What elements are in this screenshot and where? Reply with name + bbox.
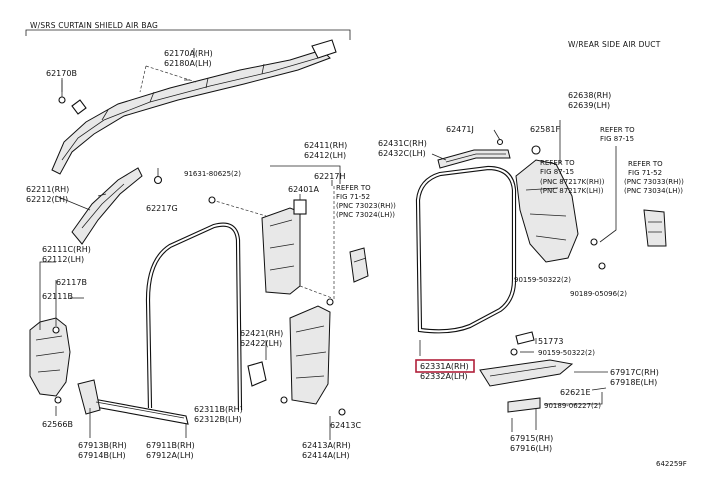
label-62112: 62112(LH): [42, 255, 84, 264]
selected-part-highlight: [415, 359, 475, 373]
label-62639: 62639(LH): [568, 101, 610, 110]
label-62217G: 62217G: [146, 204, 178, 213]
refer-fig-71-52-front-line1: REFER TO: [336, 184, 371, 192]
label-62413C: 62413C: [330, 421, 361, 430]
label-67914B: 67914B(LH): [78, 451, 126, 460]
label-62401A: 62401A: [288, 185, 319, 194]
label-67917C: 67917C(RH): [610, 368, 659, 377]
label-62211: 62211(RH): [26, 185, 69, 194]
label-62411: 62411(RH): [304, 141, 347, 150]
diagram-id: 642259F: [656, 460, 687, 468]
label-67915: 67915(RH): [510, 434, 553, 443]
rear-door-seal-62331A: [415, 165, 517, 334]
callout-labels: 62170A(RH) 62180A(LH) 62170B 62211(RH) 6…: [26, 49, 687, 468]
rear-scuff-plate: [479, 331, 607, 432]
front-kick-panel: [29, 280, 71, 404]
label-67913B: 67913B(RH): [78, 441, 127, 450]
refer-fig-87-15-mid-line2: FIG 87-15: [540, 168, 574, 176]
rear-quarter-trim-panel: [515, 120, 617, 270]
refer-fig-71-52-rear-line2: FIG 71-52: [628, 169, 662, 177]
refer-fig-87-15-top-line2: FIG 87-15: [600, 135, 634, 143]
label-67916: 67916(LH): [510, 444, 552, 453]
leader-lines: [39, 48, 608, 440]
label-62312B: 62312B(LH): [194, 415, 242, 424]
curtain-shield-airbag-assy: [51, 39, 337, 175]
label-62621E: 62621E: [560, 388, 591, 397]
frame-rear-duct: W/REAR SIDE AIR DUCT: [568, 40, 661, 49]
label-67912A: 67912A(LH): [146, 451, 194, 460]
label-51773: 51773: [538, 337, 563, 346]
label-62180A: 62180A(LH): [164, 59, 212, 68]
label-62170B: 62170B: [46, 69, 77, 78]
front-air-duct-part: [349, 247, 369, 283]
label-62566B: 62566B: [42, 420, 73, 429]
refer-fig-87-15-top-line1: REFER TO: [600, 126, 635, 134]
label-62170A: 62170A(RH): [164, 49, 213, 58]
label-62638: 62638(RH): [568, 91, 611, 100]
front-scuff-plate: [77, 379, 189, 425]
label-62117B: 62117B: [56, 278, 87, 287]
label-62212: 62212(LH): [26, 195, 68, 204]
label-62581F: 62581F: [530, 125, 560, 134]
refer-fig-87-15-mid-line4: (PNC 87217K(LH)): [540, 187, 604, 195]
roof-side-garnish-rear: [437, 138, 511, 169]
label-62422: 62422(LH): [240, 339, 282, 348]
label-62421: 62421(RH): [240, 329, 283, 338]
refer-fig-71-52-rear-line1: REFER TO: [628, 160, 663, 168]
refer-fig-71-52-rear-line4: (PNC 73034(LH)): [624, 187, 683, 195]
label-67918E: 67918E(LH): [610, 378, 657, 387]
label-62111C: 62111C(RH): [42, 245, 91, 254]
label-62311B: 62311B(RH): [194, 405, 243, 414]
label-91631: 91631-80625(2): [184, 170, 241, 178]
label-62414A: 62414A(LH): [302, 451, 350, 460]
header-right-label: W/REAR SIDE AIR DUCT: [568, 40, 661, 49]
label-62412: 62412(LH): [304, 151, 346, 160]
label-67911B: 67911B(RH): [146, 441, 195, 450]
refer-fig-71-52-front-line2: FIG 71-52: [336, 193, 370, 201]
rear-side-air-duct: [643, 209, 667, 247]
label-90189-upper: 90189-05096(2): [570, 290, 627, 298]
refer-fig-71-52-rear-line3: (PNC 73033(RH)): [624, 178, 684, 186]
label-62432C: 62432C(LH): [378, 149, 426, 158]
center-pillar-lower-garnish: [247, 305, 346, 416]
label-90159-lower: 90159-50322(2): [538, 349, 595, 357]
label-90159-upper: 90159-50322(2): [514, 276, 571, 284]
label-62332A: 62332A(LH): [420, 372, 468, 381]
label-62111B: 62111B: [42, 292, 73, 301]
header-left-label: W/SRS CURTAIN SHIELD AIR BAG: [30, 21, 158, 30]
front-pillar-garnish: [55, 167, 163, 245]
front-door-seal: [145, 222, 243, 411]
label-62217H: 62217H: [314, 172, 345, 181]
label-62431C: 62431C(RH): [378, 139, 427, 148]
refer-fig-71-52-front-line4: (PNC 73024(LH)): [336, 211, 395, 219]
frame-curtain-airbag: W/SRS CURTAIN SHIELD AIR BAG: [25, 21, 351, 40]
refer-fig-87-15-mid-line3: (PNC 87217K(RH)): [540, 178, 605, 186]
label-62471J: 62471J: [446, 125, 474, 134]
label-62413A: 62413A(RH): [302, 441, 351, 450]
label-90189-lower: 90189-06227(2): [544, 402, 601, 410]
center-pillar-upper-garnish: [208, 186, 335, 306]
refer-fig-71-52-front-line3: (PNC 73023(RH)): [336, 202, 396, 210]
label-62331A[interactable]: 62331A(RH): [420, 362, 469, 371]
refer-fig-87-15-mid-line1: REFER TO: [540, 159, 575, 167]
